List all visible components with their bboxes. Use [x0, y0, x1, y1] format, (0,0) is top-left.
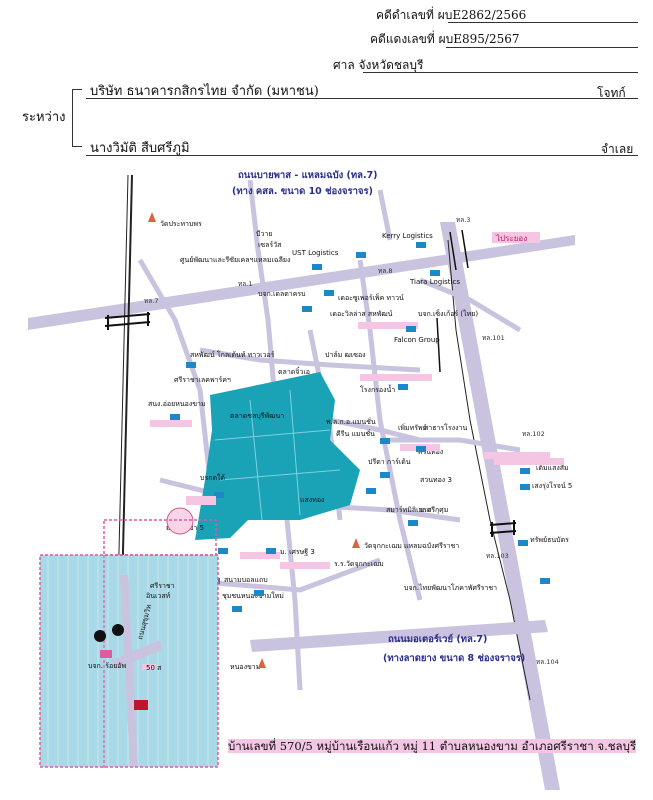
subject-marker — [166, 507, 194, 535]
road-south-name: ถนนมอเตอร์เวย์ (ทล.7) — [388, 633, 487, 645]
landmark-wat-jubuk: วัดจุกกะเฌม — [364, 542, 402, 550]
landmark-deawilla: เดอะวิลล่าส สหพัฒน์ — [330, 310, 393, 318]
motorway-south-road — [250, 620, 548, 652]
between-label: ระหว่าง — [22, 110, 66, 125]
black-case-number: คดีดำเลขที่ ผบE2862/2566 — [376, 8, 527, 22]
address-caption: บ้านเลขที่ 570/5 หมู่บ้านเรือนแก้ว หมู่ … — [228, 738, 637, 756]
landmark-biway: บีวาย — [256, 230, 272, 238]
inset-road — [120, 575, 138, 765]
court-name: ศาล จังหวัดชลบุรี — [333, 58, 424, 72]
route-r3: ทล.8 — [378, 267, 392, 275]
landmark-keerin: คีรีน แมนชั่น — [336, 429, 375, 438]
defendant-name: นางวิมัติ สืบศรีภูมิ — [90, 141, 190, 156]
inset-label-num: 50 ส — [146, 664, 162, 672]
route-r2: ทล.1 — [238, 280, 252, 288]
landmark-bokoch: บรกดใต้ — [200, 473, 225, 482]
landmark-songkhla: สวนทอง — [418, 448, 443, 456]
landmark-songkhla3: สวนทอง 3 — [420, 476, 452, 484]
route-r1: ทล.7 — [144, 297, 158, 305]
underline — [86, 98, 638, 99]
route-r8: ทล.3 — [456, 216, 470, 224]
address-text: บ้านเลขที่ 570/5 หมู่บ้านเรือนแก้ว หมู่ … — [228, 739, 637, 753]
underline — [86, 155, 638, 156]
landmark-sahapat: สหพัฒน์ โกลเด้นท์ ทาวเวอร์ — [190, 350, 275, 359]
underline — [446, 47, 638, 48]
landmark-delta: บจก.เดลตาครบ — [258, 290, 306, 298]
party-bracket — [72, 89, 82, 147]
landmark-plam: ปาล์ม ฒเซอง — [325, 351, 366, 359]
landmark-nongyaiboon: สนง.อ่อยหนองขาม — [148, 400, 206, 408]
landmark-ror-wat: ร.ร.วัดจุกกะเฌม — [334, 560, 384, 568]
landmark-saeng-thong: แสงทอง — [300, 496, 324, 504]
motorway-interchange — [436, 229, 469, 373]
inset-grid — [47, 555, 209, 767]
location-tag — [186, 496, 216, 505]
landmark-market: ตลาดจิ๋วเอ — [278, 367, 310, 376]
landmark-rong-kanam: โรงกรองน้ำ — [360, 383, 395, 394]
landmark-cut-village: ชุมชนหนองขามใหม่ — [222, 591, 284, 600]
landmark-dupapa: เดอะซูเพอร์เพ็ค ทาวน์ — [338, 293, 404, 302]
road-north-name: ถนนบายพาส - แหลมฉบัง (ทล.7) — [238, 170, 378, 181]
landmark-wat-pratabphon: วัดประทาบพร — [160, 220, 202, 228]
landmark-sripluang: สมาร์ทมิลิเมรอ — [386, 506, 431, 514]
landmark-saeng-phet: สนามบอลแถบ — [224, 576, 268, 584]
route-labels: ทล.7 ทล.1 ทล.8 ทล.101 ทล.102 ทล.103 ทล.1… — [144, 216, 559, 666]
to-rayong-label: ไประยอง — [495, 234, 527, 243]
landmark-thaphon: ทรัพย์ธนบัตร — [530, 536, 569, 544]
landmark-phumthip: เพิ่มทรัพย์ — [398, 423, 427, 432]
red-case-number: คดีแดงเลขที่ ผบE895/2567 — [370, 32, 520, 46]
inset-map: ศรีราชา อินเวสท์ บจก. ร้อยอัพ 50 ส ถนนสุ… — [39, 519, 219, 769]
inset-cross-road — [112, 640, 162, 670]
landmark-pria: ปรีดา การ์เด้น — [368, 458, 411, 466]
route-r4: ทล.101 — [482, 334, 505, 342]
underline — [363, 72, 638, 73]
route-r5: ทล.102 — [522, 430, 545, 438]
landmark-sriracha-mall: ม.ศรีกุศุม — [420, 506, 448, 514]
landmark-chenwrath: เซลร์วัส — [258, 241, 282, 249]
to-rayong-sign: ไประยอง — [492, 232, 540, 243]
inset-marker-icon — [112, 624, 124, 636]
motorway-road — [440, 222, 560, 790]
plaintiff-role: โจทก์ — [597, 86, 626, 100]
subject-site-area — [195, 372, 360, 540]
landmark-kerry: Kerry Logistics — [382, 232, 433, 240]
landmark-tiara: Tiara Logistics — [409, 278, 460, 286]
landmark-sapanpin: สาธารโรงงาน — [424, 423, 467, 432]
landmark-sriracha-lake: ศรีราชาเลคพาร์คฯ — [174, 376, 231, 384]
inset-label-sriracha: ศรีราชา — [150, 582, 175, 590]
plaintiff-name: บริษัท ธนาคารกสิกรไทย จำกัด (มหาชน) — [90, 84, 319, 99]
landmark-hub: บจก.ไทยพัฒนาโภคาพัศรีราชา — [404, 583, 497, 592]
route-r7: ทล.104 — [536, 658, 559, 666]
inset-sign-icon — [100, 650, 112, 658]
temple-icon — [148, 212, 360, 668]
inset-marker-icon — [94, 630, 106, 642]
landmark-chengbo: บจก.เซ็งเก้อร์ (ไทย) — [418, 309, 478, 318]
landmark-jingjai: เต็มแสงสัม — [536, 463, 569, 472]
landmark-laem-kasem: แหลมฉบังศรีราชา — [404, 542, 459, 550]
landmark-falcon: Falcon Group — [394, 336, 440, 344]
landmark-phankan: พ.ล.ก.อ.แมนชั่น — [326, 417, 376, 426]
road-south-desc: (ทางลาดยาง ขนาด 8 ช่องจราจร) — [383, 653, 525, 664]
route-r6: ทล.103 — [486, 552, 509, 560]
inset-label-company: บจก. ร้อยอัพ — [88, 662, 127, 670]
landmark-ust: UST Logistics — [292, 249, 339, 257]
bridge-icon — [104, 312, 517, 537]
landmark-training-center: ศูนย์พัฒนาและรีซัยเคลฯแหลมเฉลียง — [180, 256, 290, 264]
inset-house-icon — [134, 700, 148, 710]
local-roads — [137, 179, 522, 691]
landmark-market-chon: ตลาดชลบุรีพัฒนา — [230, 412, 284, 420]
defendant-role: จำเลย — [601, 142, 634, 156]
motorway-line — [447, 239, 531, 701]
site-roads — [214, 389, 341, 521]
inset-tag — [142, 664, 156, 670]
landmark-nong-kham: หนองขาม — [230, 663, 260, 671]
landmark-jetsamut: ม. เศรษฐี 3 — [280, 548, 315, 556]
inset-label-invest: อินเวสท์ — [146, 592, 171, 600]
road-north-desc: (ทาง คสล. ขนาด 10 ช่องจราจร) — [232, 186, 373, 197]
landmark-labels: วัดประทาบพร บีวาย เซลร์วัส UST Logistics… — [148, 220, 572, 671]
landmark-sengsuk: เสงรุ่งโรจน์ 5 — [532, 481, 572, 490]
underline — [448, 22, 638, 23]
